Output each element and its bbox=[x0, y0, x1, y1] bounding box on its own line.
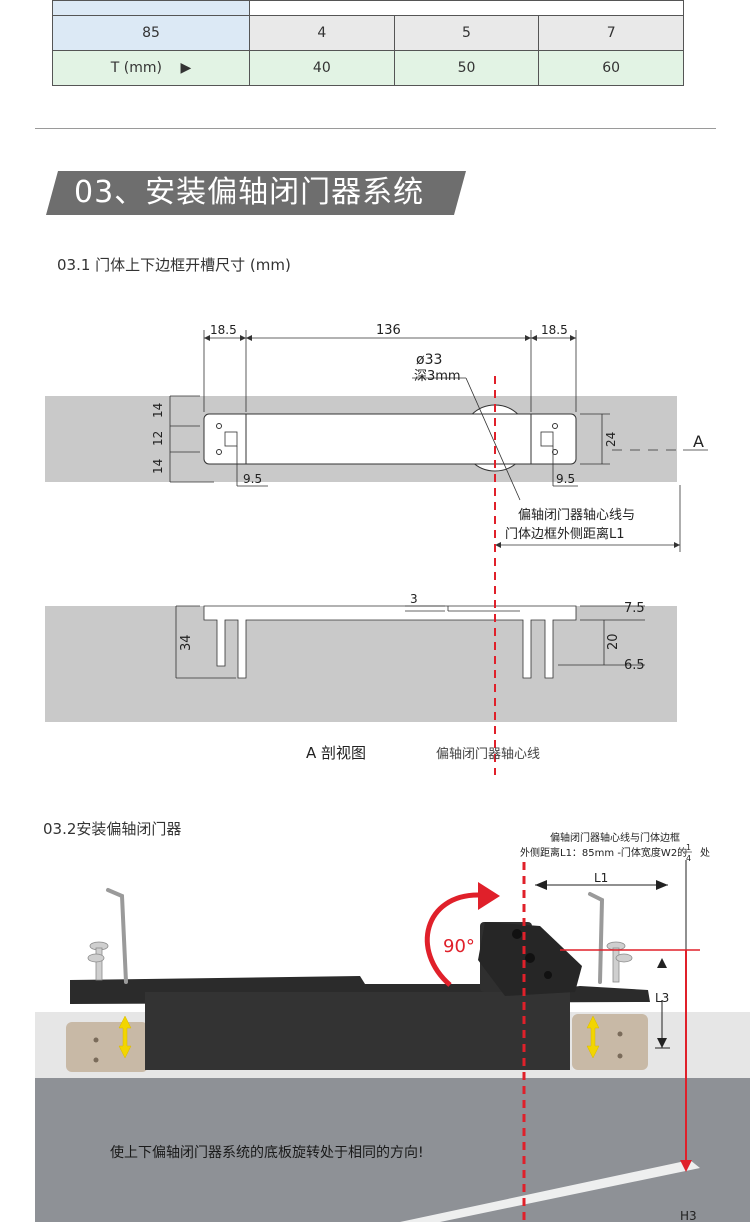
instruction-text: 使上下偏轴闭门器系统的底板旋转处于相同的方向! bbox=[110, 1144, 424, 1161]
caption-section-view: A 剖视图 bbox=[306, 744, 366, 762]
table-cell: 60 bbox=[538, 50, 684, 86]
dim-24: 24 bbox=[604, 432, 618, 447]
rotation-arrow bbox=[424, 892, 479, 987]
table-row bbox=[52, 0, 684, 16]
l3-label: L3 bbox=[655, 991, 669, 1005]
table-row: 85 4 5 7 bbox=[52, 15, 684, 51]
slot-dimension-drawing: 18.5 136 18.5 ø33 深3mm 14 12 14 24 9.5 9… bbox=[45, 323, 708, 775]
table-cell: 50 bbox=[393, 50, 540, 86]
section-divider bbox=[35, 128, 716, 129]
section-banner bbox=[46, 171, 466, 215]
dim-136: 136 bbox=[376, 323, 401, 338]
closer-body bbox=[145, 992, 570, 1070]
table-cell bbox=[249, 0, 684, 16]
fraction-denominator: 4 bbox=[686, 854, 691, 863]
dim-20: 20 bbox=[606, 633, 621, 650]
dim-7-5: 7.5 bbox=[624, 601, 645, 616]
table-cell: 40 bbox=[249, 50, 395, 86]
dim-14-top: 14 bbox=[151, 403, 165, 418]
l1-note-line2: 门体边框外侧距离L1 bbox=[505, 526, 625, 542]
section-title: 03、安装偏轴闭门器系统 bbox=[74, 175, 425, 210]
l1-note-line2: 外侧距离L1：85mm -门体宽度W2的 bbox=[520, 846, 687, 859]
subsection-title-03-1: 03.1 门体上下边框开槽尺寸 (mm) bbox=[57, 256, 291, 274]
dim-3: 3 bbox=[410, 592, 418, 606]
dim-18-5-right: 18.5 bbox=[541, 323, 568, 337]
l1-note-line1: 偏轴闭门器轴心线与 bbox=[518, 508, 635, 523]
installation-illustration: 90° L1 L3 H3 偏轴闭门器轴心线与门体边框 外侧距离L1：85mm -… bbox=[35, 831, 750, 1222]
row-header-t-label: T (mm) bbox=[110, 60, 162, 76]
dim-9-5-left: 9.5 bbox=[243, 472, 262, 486]
dim-9-5-right: 9.5 bbox=[556, 472, 575, 486]
door-frame-section-view bbox=[45, 606, 677, 722]
l1-label: L1 bbox=[594, 871, 608, 885]
angle-label: 90° bbox=[443, 936, 475, 957]
fraction-numerator: 1 bbox=[686, 843, 691, 852]
l1-note-line1: 偏轴闭门器轴心线与门体边框 bbox=[550, 831, 680, 844]
section-a-label: A bbox=[693, 432, 704, 451]
subsection-title-03-2: 03.2安装偏轴闭门器 bbox=[43, 820, 182, 838]
row-header-t: T (mm) ▶ bbox=[52, 50, 250, 86]
dim-depth: 深3mm bbox=[414, 369, 461, 384]
dim-phi33: ø33 bbox=[416, 352, 442, 368]
spec-table: 85 4 5 7 T (mm) ▶ 40 50 60 bbox=[52, 0, 684, 86]
table-cell: 4 bbox=[249, 15, 395, 51]
h3-label: H3 bbox=[680, 1209, 697, 1222]
table-cell: 5 bbox=[393, 15, 540, 51]
dim-14-bottom: 14 bbox=[151, 459, 165, 474]
dim-34: 34 bbox=[179, 634, 194, 651]
dim-18-5-left: 18.5 bbox=[210, 323, 237, 337]
note-suffix: 处 bbox=[700, 847, 710, 859]
dim-6-5: 6.5 bbox=[624, 658, 645, 673]
table-cell: 7 bbox=[538, 15, 684, 51]
row-header-85: 85 bbox=[52, 15, 250, 51]
dim-12: 12 bbox=[151, 431, 165, 446]
play-arrow-icon: ▶ bbox=[180, 60, 192, 76]
table-cell bbox=[52, 0, 250, 16]
caption-axis: 偏轴闭门器轴心线 bbox=[436, 747, 540, 762]
table-row: T (mm) ▶ 40 50 60 bbox=[52, 50, 684, 86]
